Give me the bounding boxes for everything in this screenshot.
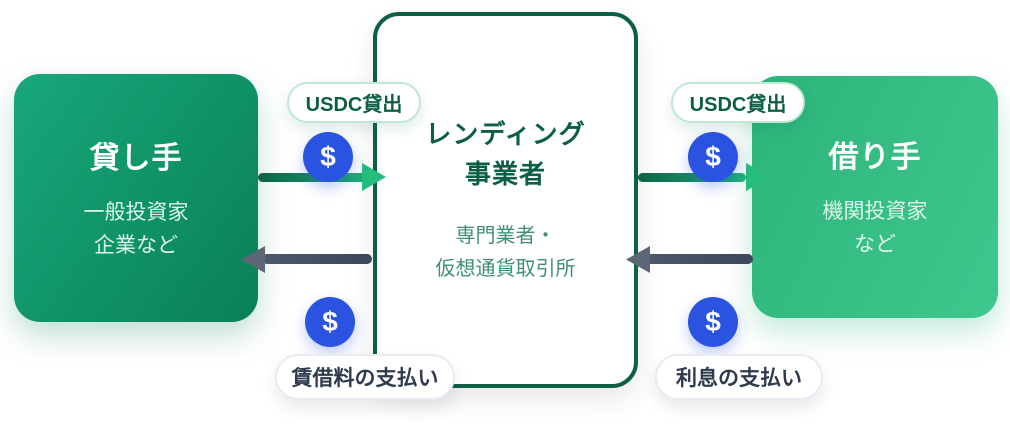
lender-subtitle-line2: 企業など [94,234,178,257]
rent-payment-arrow [262,254,372,264]
borrower-subtitle-line1: 機関投資家 [822,200,928,224]
dollar-symbol: $ [705,306,721,337]
operator-subtitle-line1: 専門業者・ [455,225,556,248]
borrower-subtitle-line2: など [854,233,896,256]
dollar-symbol: $ [322,306,338,337]
operator-title-line1: レンディング [425,118,586,149]
lender-subtitle: 一般投資家 企業など [84,197,189,262]
dollar-icon: $ [303,132,353,182]
borrower-subtitle: 機関投資家 など [823,196,928,261]
usdc-flow-arrow-right [638,173,746,182]
lender-subtitle-line1: 一般投資家 [83,201,189,225]
interest-payment-label-text: 利息の支払い [676,367,802,390]
usdc-lend-label-left-text: USDC貸出 [305,94,403,116]
operator-title-line2: 事業者 [464,159,546,189]
lender-box: 貸し手 一般投資家 企業など [14,74,258,322]
interest-payment-label: 利息の支払い [655,354,823,400]
usdc-lend-label-left: USDC貸出 [287,82,421,123]
rent-payment-label-text: 賃借料の支払い [291,367,439,390]
operator-subtitle: 専門業者・ 仮想通貨取引所 [436,220,576,286]
dollar-symbol: $ [320,141,336,172]
operator-title: レンディング 事業者 [425,114,585,195]
operator-subtitle-line2: 仮想通貨取引所 [435,258,576,281]
dollar-icon: $ [305,297,355,347]
borrower-title: 借り手 [828,141,922,175]
interest-payment-arrow [645,254,753,264]
dollar-icon: $ [688,297,738,347]
dollar-icon: $ [688,132,738,182]
usdc-lend-label-right: USDC貸出 [671,82,805,123]
usdc-lend-label-right-text: USDC貸出 [689,94,787,116]
lender-title: 貸し手 [89,142,183,176]
rent-payment-label: 賃借料の支払い [275,354,455,400]
lending-operator-box: レンディング 事業者 専門業者・ 仮想通貨取引所 [373,12,638,388]
dollar-symbol: $ [705,141,721,172]
